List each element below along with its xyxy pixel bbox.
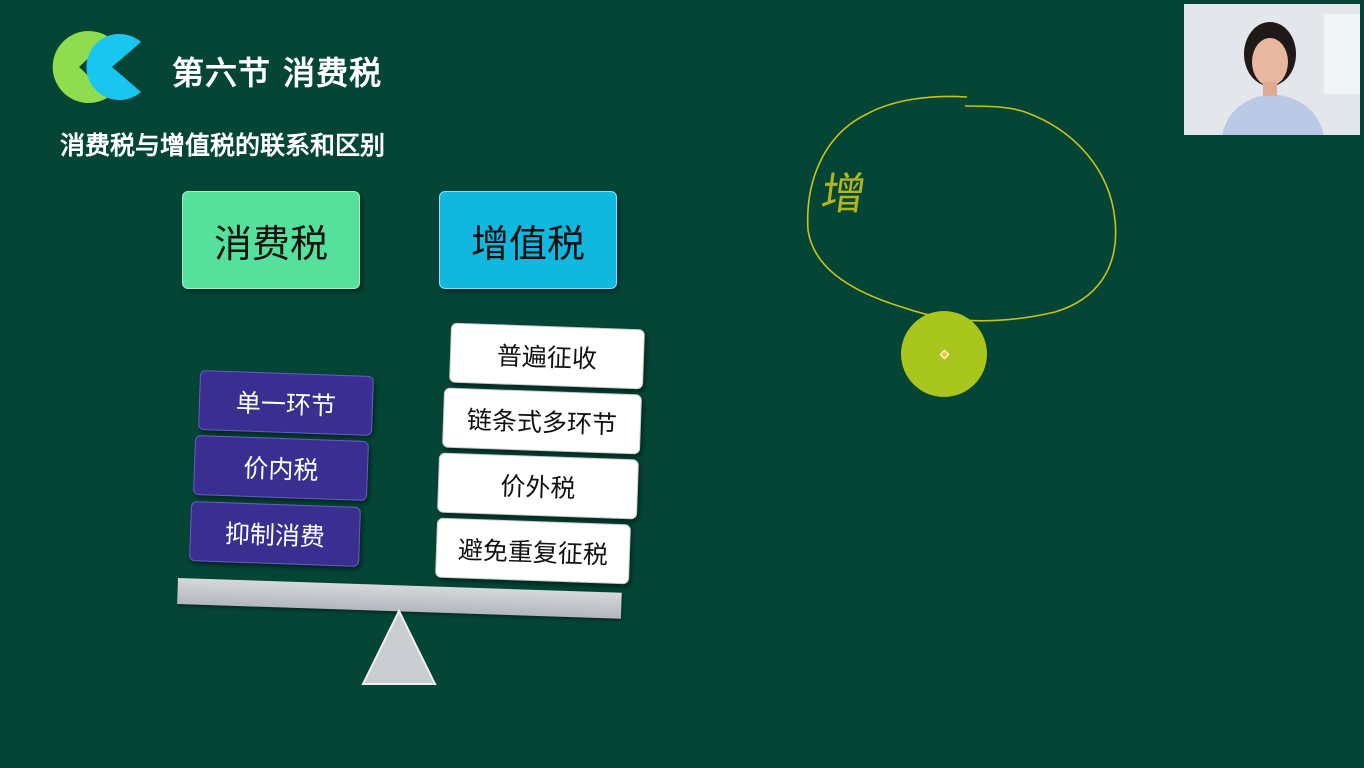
vat-heading: 增值税 — [439, 191, 617, 289]
vat-item: 链条式多环节 — [442, 387, 642, 455]
vat-item: 避免重复征税 — [435, 517, 631, 585]
presenter-webcam — [1184, 4, 1360, 135]
page-subtitle: 消费税与增值税的联系和区别 — [60, 131, 386, 160]
logo-icon — [52, 31, 141, 104]
consumption-item: 抑制消费 — [189, 501, 361, 567]
vat-item: 价外税 — [437, 452, 639, 520]
consumption-tax-heading: 消费税 — [182, 191, 360, 289]
vat-item: 普遍征收 — [449, 322, 645, 390]
consumption-item: 价内税 — [193, 434, 369, 502]
presenter-video-icon — [1184, 4, 1360, 135]
page-title: 第六节 消费税 — [172, 54, 383, 92]
laser-pointer — [901, 311, 987, 397]
fulcrum-triangle — [361, 608, 437, 685]
handwritten-note: 增 — [817, 169, 869, 220]
consumption-item: 单一环节 — [198, 369, 374, 437]
